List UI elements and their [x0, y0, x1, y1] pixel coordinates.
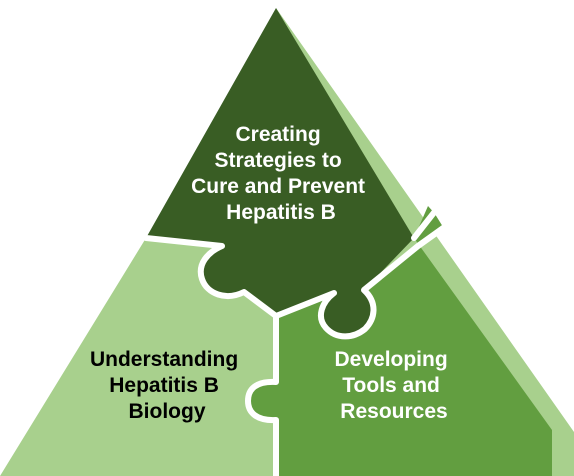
right-piece-label: Developing Tools and Resources — [334, 348, 453, 423]
right-label-line-1: Developing — [334, 348, 447, 371]
left-label-line-3: Biology — [129, 400, 206, 423]
top-label-line-4: Hepatitis B — [226, 201, 336, 224]
top-label-line-3: Cure and Prevent — [191, 175, 365, 198]
right-label-line-3: Resources — [340, 400, 447, 423]
top-label-line-2: Strategies to — [214, 149, 341, 172]
top-label-line-1: Creating — [235, 123, 320, 146]
puzzle-seams — [143, 207, 449, 476]
left-label-line-2: Hepatitis B — [109, 374, 219, 397]
right-label-line-2: Tools and — [342, 374, 440, 397]
left-piece-label: Understanding Hepatitis B Biology — [90, 348, 244, 423]
top-piece-label: Creating Strategies to Cure and Prevent … — [191, 123, 371, 224]
puzzle-piece-left — [0, 238, 276, 476]
left-label-line-1: Understanding — [90, 348, 238, 371]
puzzle-piece-right — [248, 206, 552, 476]
